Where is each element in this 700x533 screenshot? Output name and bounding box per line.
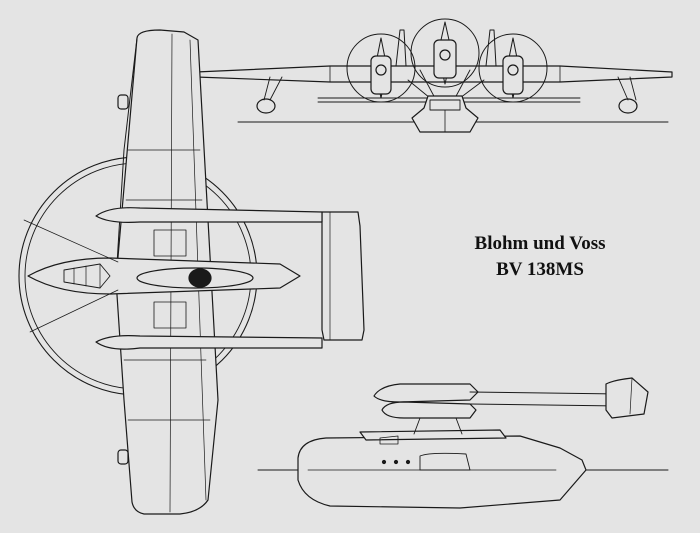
side-fin — [605, 377, 649, 419]
side-engine-upper — [373, 383, 479, 403]
side-view — [257, 377, 669, 509]
side-hull — [297, 435, 587, 509]
top-boom-right — [95, 335, 323, 350]
front-float-left — [256, 98, 276, 114]
top-boom-left — [95, 207, 323, 223]
title-block: Blohm und Voss BV 138MS — [440, 231, 640, 283]
front-float-right — [618, 98, 638, 114]
front-wing — [195, 65, 673, 83]
side-engine-lower — [381, 401, 477, 419]
side-wing — [359, 429, 507, 441]
front-engine-center — [433, 39, 457, 79]
aircraft-model-title: BV 138MS — [496, 259, 584, 280]
top-engine-center — [188, 268, 212, 288]
top-view — [18, 29, 365, 515]
aircraft-maker-title: Blohm und Voss — [474, 233, 606, 254]
top-hull — [27, 257, 301, 295]
front-prop-disc-center — [410, 18, 480, 88]
top-tailplane — [321, 211, 365, 341]
front-view — [195, 18, 673, 133]
